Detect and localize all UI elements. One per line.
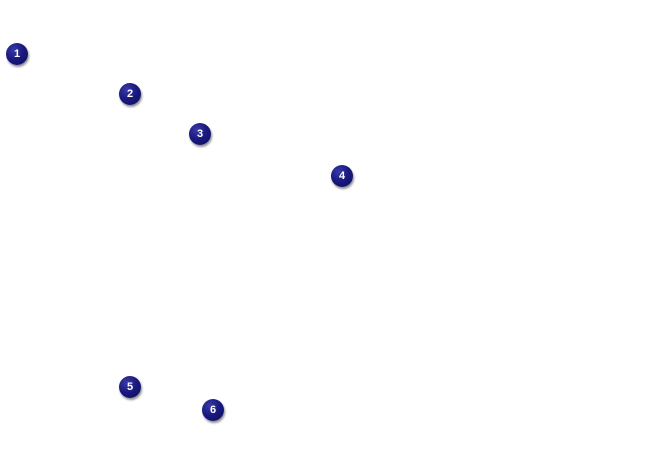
callout-marker-6: 6 (202, 399, 224, 421)
callout-marker-4: 4 (331, 165, 353, 187)
callout-marker-1: 1 (6, 43, 28, 65)
callout-marker-5: 5 (119, 376, 141, 398)
callout-marker-3: 3 (189, 123, 211, 145)
callout-marker-2: 2 (119, 83, 141, 105)
